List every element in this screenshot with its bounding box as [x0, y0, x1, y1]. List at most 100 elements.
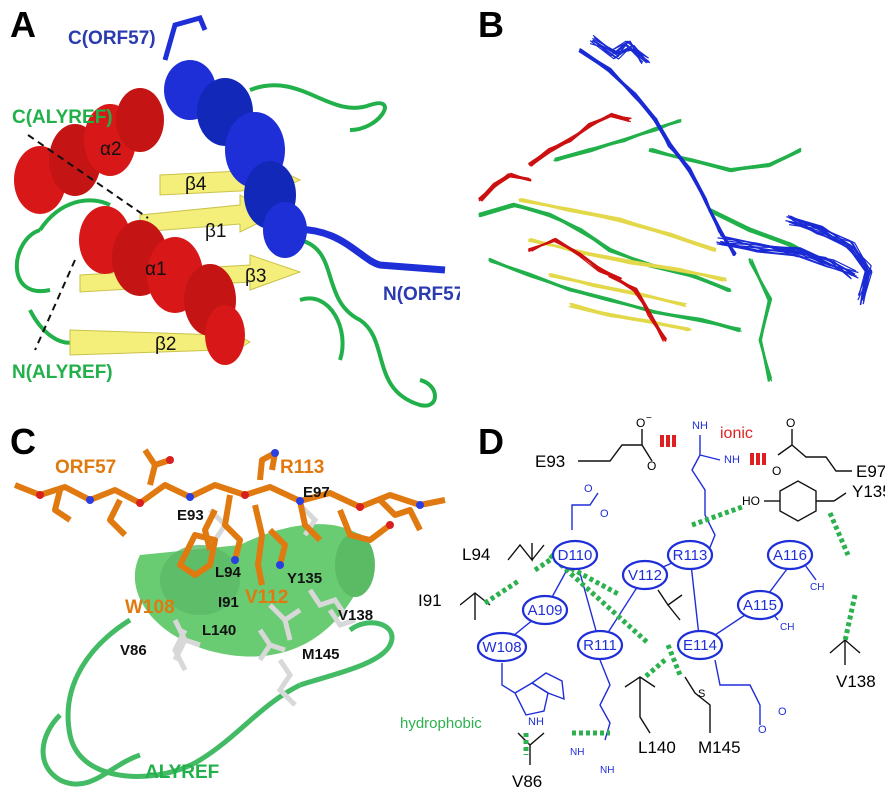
residue-a109: A109 — [521, 594, 569, 626]
ensemble-trace — [750, 260, 773, 382]
e97-o: O — [772, 464, 781, 478]
panel-a-cartoon: C(ORF57) C(ALYREF) N(ORF57) N(ALYREF) α2… — [12, 14, 471, 408]
label-w108: W108 — [125, 597, 175, 618]
label-y135-d: Y135 — [852, 482, 885, 501]
e93-chain — [578, 444, 653, 462]
residue-a115: A115 — [736, 589, 784, 621]
v86-chain — [517, 732, 545, 765]
label-i91-d: I91 — [418, 591, 442, 610]
ensemble-trace — [749, 258, 770, 382]
y135-bond — [833, 492, 847, 502]
label-l140-d: L140 — [638, 738, 676, 757]
ensemble-trace — [528, 114, 632, 166]
label-beta2: β2 — [155, 334, 177, 355]
ensemble-trace — [748, 258, 772, 381]
panel-letter-c: C — [10, 421, 36, 462]
svg-text:A116: A116 — [773, 547, 807, 564]
ensemble-trace — [593, 37, 649, 59]
ensemble-trace — [488, 259, 740, 330]
residue-e114: E114 — [676, 629, 724, 661]
label-hydrophobic: hydrophobic — [400, 715, 482, 732]
w108-pyrrole — [514, 682, 549, 716]
ensemble-trace — [529, 113, 629, 167]
residue-w108: W108 — [476, 631, 528, 663]
w108-benzene — [530, 672, 565, 701]
v112-side — [657, 589, 683, 621]
svg-text:A109: A109 — [527, 602, 562, 619]
label-e93: E93 — [177, 507, 204, 524]
ionic-label: ionic — [720, 425, 753, 442]
label-alyref: ALYREF — [145, 762, 219, 783]
a116-bond — [804, 564, 817, 581]
panel-letter-d: D — [478, 421, 504, 462]
ensemble-trace — [530, 113, 629, 167]
label-v138-d: V138 — [836, 672, 876, 691]
orf57-sticks — [13, 448, 446, 586]
label-m145: M145 — [302, 646, 340, 663]
ensemble-trace — [788, 221, 873, 301]
helix-alpha1 — [79, 206, 245, 365]
panel-d-schematic: O − O E93 ionic NH NH O O E97 — [459, 413, 885, 791]
label-n-orf57: N(ORF57) — [383, 284, 460, 305]
w108-nh: NH — [528, 716, 544, 728]
label-e93-d: E93 — [535, 452, 565, 471]
ensemble-trace — [596, 43, 645, 61]
alyref-loop — [14, 198, 111, 294]
panel-b-ensemble — [478, 34, 873, 382]
svg-text:R111: R111 — [583, 637, 617, 654]
alyref-loop — [299, 238, 437, 408]
r113-nh-top: NH — [724, 454, 740, 466]
w108-chain — [501, 663, 516, 694]
label-beta1: β1 — [205, 221, 227, 242]
label-alpha1: α1 — [145, 259, 167, 280]
ensemble-trace — [530, 115, 629, 167]
label-l140: L140 — [202, 622, 236, 639]
ensemble-trace — [793, 217, 869, 301]
panel-c-interface: ORF57 R113 E97 E93 L94 Y135 W108 I91 V11… — [13, 448, 446, 787]
ensemble-trace — [488, 259, 742, 330]
d110-o-minus: O — [584, 483, 593, 495]
d110-chain — [571, 492, 599, 530]
alyref-loop — [249, 83, 387, 132]
residue-r113: R113 — [666, 539, 714, 571]
e97-o-minus: O — [786, 416, 795, 430]
label-v86-d: V86 — [512, 772, 542, 791]
n-alyref-pointer — [34, 259, 76, 351]
svg-text:A115: A115 — [743, 597, 777, 614]
r111-nh2: NH — [570, 747, 584, 758]
y135-ho: HO — [742, 494, 760, 508]
ensemble-trace — [531, 115, 630, 166]
residue-a116: A116 — [766, 539, 814, 571]
e97-chain — [777, 429, 852, 472]
label-n-alyref: N(ALYREF) — [12, 362, 113, 383]
orf57-helix — [162, 14, 446, 274]
r113-nh3-top: NH — [692, 420, 708, 432]
panel-a: A — [0, 0, 471, 415]
e114-o: O — [758, 724, 767, 736]
ensemble-trace — [478, 205, 729, 290]
heteroatoms — [36, 449, 424, 569]
label-c-alyref: C(ALYREF) — [12, 107, 113, 128]
l140-chain — [624, 676, 656, 734]
panel-d: D O − O E93 ionic NH NH O O E97 — [400, 413, 885, 800]
label-e97: E97 — [303, 484, 330, 501]
v138-chain — [829, 639, 861, 665]
ensemble-trace — [716, 241, 854, 275]
ensemble-trace — [570, 305, 692, 331]
ensemble-trace — [553, 119, 682, 161]
ensemble-trace — [489, 259, 741, 332]
ensemble-trace — [530, 113, 631, 165]
panel-letter-b: B — [478, 4, 504, 45]
svg-text:R113: R113 — [673, 547, 708, 564]
label-l94: L94 — [215, 564, 242, 581]
label-alpha2: α2 — [100, 139, 122, 160]
ensemble-trace — [528, 239, 724, 279]
y135-ring — [779, 480, 817, 522]
ensemble-trace — [578, 48, 736, 257]
alyref-loop — [299, 296, 345, 361]
ensemble-trace — [528, 239, 622, 283]
label-i91: I91 — [218, 594, 239, 611]
ensemble-trace — [480, 172, 530, 200]
c-alyref-pointer — [27, 134, 149, 219]
